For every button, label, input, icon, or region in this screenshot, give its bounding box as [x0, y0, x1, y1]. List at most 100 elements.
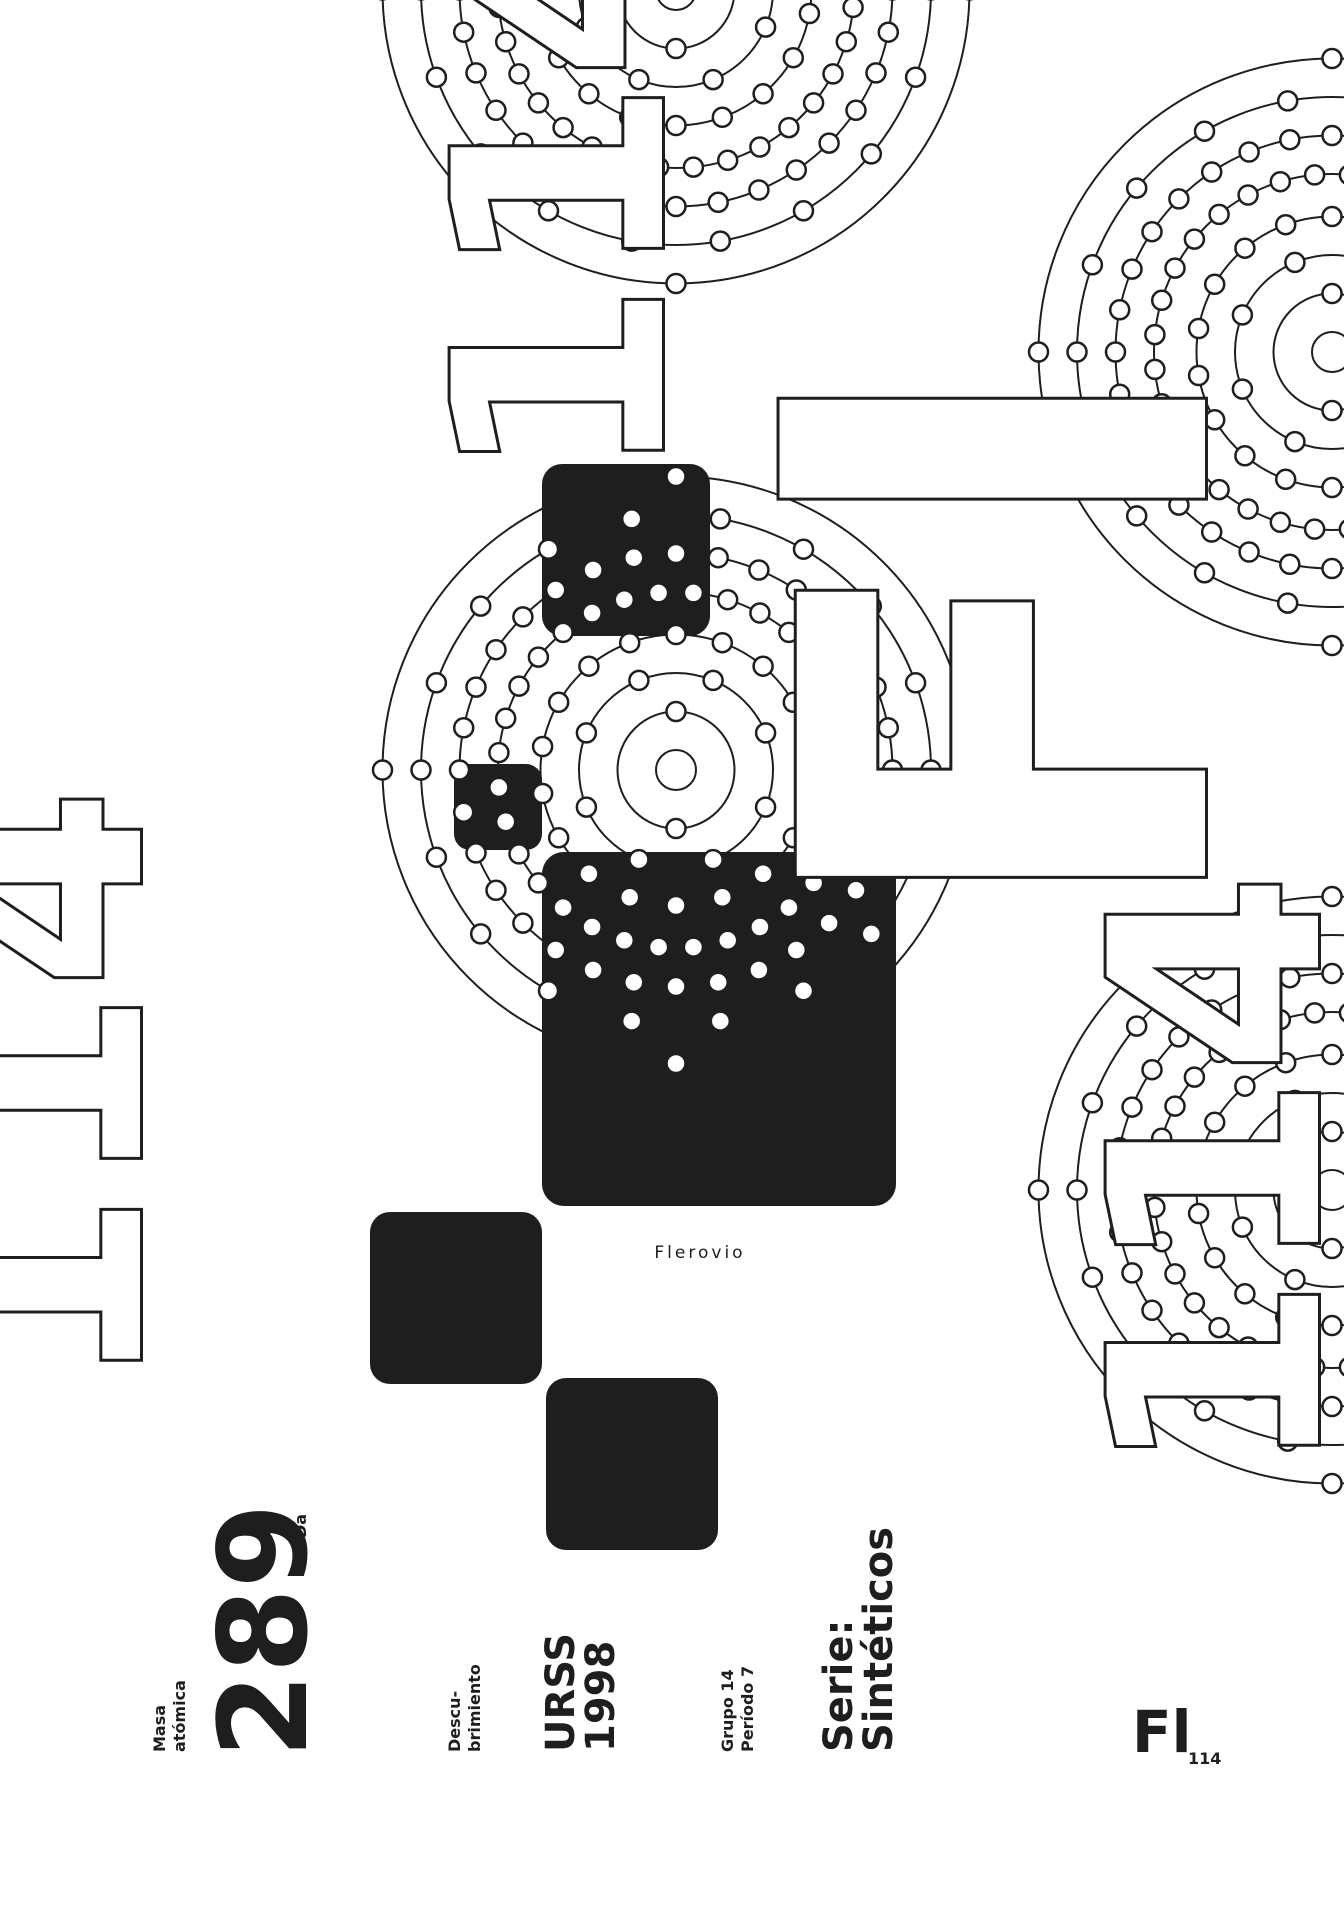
discovery-value-line-1: URSS: [538, 1633, 584, 1752]
electron: [1168, 1332, 1190, 1354]
electron: [682, 156, 705, 178]
electron: [537, 538, 560, 560]
nucleus: [657, 0, 695, 11]
electron: [1144, 1196, 1166, 1219]
electron: [860, 595, 883, 617]
electron: [1150, 289, 1173, 312]
electron: [1187, 317, 1210, 340]
electron: [1125, 505, 1148, 527]
electron: [1121, 424, 1143, 446]
discovery-label-line-1: Descu-: [445, 1691, 464, 1752]
electron: [665, 272, 687, 295]
electron: [1141, 461, 1163, 484]
electron: [748, 179, 770, 201]
electron: [485, 99, 507, 122]
electron: [527, 92, 550, 114]
electron: [665, 114, 687, 137]
electron: [1164, 257, 1186, 279]
electron: [1081, 1092, 1104, 1114]
electron: [371, 759, 394, 781]
electron: [623, 971, 645, 994]
electron: [798, 2, 821, 25]
electron: [512, 132, 534, 154]
electron: [1208, 1316, 1230, 1339]
electron: [702, 848, 724, 871]
electron: [1150, 1230, 1173, 1253]
electron: [904, 672, 927, 694]
electron: [582, 179, 604, 201]
electron: [547, 691, 570, 714]
electron: [1274, 1306, 1297, 1329]
electron: [1237, 1336, 1259, 1358]
electron: [1193, 120, 1216, 142]
electron: [748, 559, 770, 581]
electron: [752, 655, 774, 677]
mass-label-line-1: Masa: [150, 1705, 169, 1752]
electron: [488, 741, 510, 764]
electron: [1321, 399, 1343, 422]
electron: [707, 546, 729, 569]
electron: [494, 30, 517, 53]
electron: [582, 559, 604, 581]
electron: [682, 936, 705, 958]
electron: [835, 30, 858, 53]
electron: [1321, 557, 1343, 580]
electron: [1234, 237, 1256, 259]
electron: [1193, 958, 1216, 980]
electron: [1321, 1043, 1343, 1066]
electron: [1027, 1179, 1050, 1201]
electron: [1144, 323, 1166, 346]
electron: [842, 776, 864, 799]
electron: [1121, 258, 1143, 280]
electron: [709, 230, 732, 252]
electron: [1279, 128, 1301, 151]
electron: [1338, 519, 1344, 539]
electron: [798, 735, 821, 758]
electron: [785, 579, 808, 601]
electron: [531, 735, 554, 758]
group-label: Grupo 14: [718, 1669, 737, 1752]
electron: [1321, 47, 1343, 70]
electron: [1141, 1058, 1163, 1081]
electron: [818, 132, 840, 154]
electron: [1183, 228, 1206, 250]
electron: [620, 508, 643, 530]
electron: [665, 195, 687, 218]
electron: [1141, 1299, 1163, 1322]
electron-shell: [578, 0, 774, 88]
electron: [1104, 341, 1127, 363]
electron: [1187, 1155, 1210, 1178]
electron: [920, 759, 942, 781]
series: Serie: Sintéticos: [816, 1527, 902, 1752]
electron-shell: [1234, 254, 1344, 450]
electron: [575, 796, 598, 818]
electron: [711, 886, 734, 909]
electron: [1144, 1161, 1166, 1184]
electron: [578, 655, 600, 677]
electron: [1274, 213, 1297, 236]
electron: [628, 669, 650, 692]
series-value: Sintéticos: [856, 1527, 902, 1752]
electron: [628, 848, 650, 871]
electron: [1321, 1472, 1343, 1495]
electron: [1208, 478, 1230, 501]
electron: [749, 136, 771, 158]
electron: [1276, 928, 1299, 950]
electron: [508, 675, 530, 697]
electron: [860, 143, 883, 165]
discovery-label: Descu- brimiento: [445, 1664, 484, 1752]
electron: [754, 16, 777, 38]
electron: [410, 759, 432, 781]
electron: [1108, 1221, 1131, 1243]
electron: [1338, 1357, 1344, 1377]
electron: [749, 916, 771, 938]
electron: [818, 606, 840, 628]
electron: [1164, 1095, 1186, 1117]
electron: [802, 872, 825, 894]
electron: [527, 646, 550, 668]
electron: [802, 646, 825, 668]
electron: [1269, 170, 1292, 193]
electron: [1321, 1120, 1343, 1143]
electron: [1321, 205, 1343, 228]
electron: [1066, 341, 1088, 363]
